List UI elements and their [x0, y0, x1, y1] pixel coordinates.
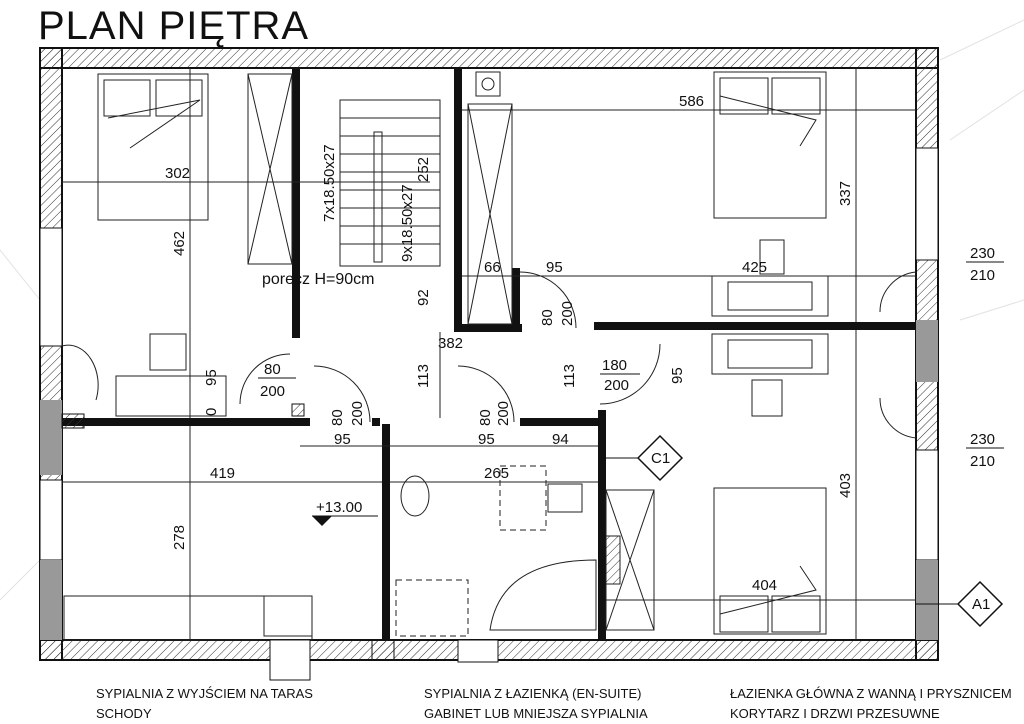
- dim-425: 425: [742, 259, 767, 276]
- legend-column-2: SYPIALNIA Z ŁAZIENKĄ (EN-SUITE) GABINET …: [424, 684, 648, 724]
- door2-height: 200: [349, 401, 366, 426]
- door4-width: 80: [539, 309, 556, 326]
- stair-flight-2: 9x18.50x27: [399, 184, 416, 262]
- legend-item: SYPIALNIA Z WYJŚCIEM NA TARAS: [96, 686, 313, 701]
- dim-94: 94: [552, 431, 569, 448]
- door-swings: [61, 271, 917, 439]
- interior-walls: [62, 68, 916, 640]
- stair-labels: 7x18.50x27 9x18.50x27 porecz H=90cm: [262, 144, 416, 288]
- window2-height: 210: [970, 453, 995, 470]
- level-label: +13.00: [316, 499, 362, 516]
- legend-item: SYPIALNIA Z ŁAZIENKĄ (EN-SUITE): [424, 686, 642, 701]
- background-lines: [0, 19, 1024, 601]
- dim-404: 404: [752, 577, 777, 594]
- dim-95b: 95: [203, 369, 220, 386]
- dimension-lines: [62, 68, 916, 640]
- dim-92: 92: [415, 289, 432, 306]
- dim-113b: 113: [561, 364, 578, 388]
- stairs: [247, 71, 513, 325]
- door3-width: 80: [477, 409, 494, 426]
- dim-586: 586: [679, 93, 704, 110]
- tag-a1: A1: [972, 596, 990, 613]
- door3-height: 200: [495, 401, 512, 426]
- dim-95a: 95: [546, 259, 563, 276]
- door1-width: 80: [264, 361, 281, 378]
- dim-337: 337: [837, 181, 854, 206]
- door5-width: 180: [602, 357, 627, 374]
- legend-item: SCHODY: [96, 706, 152, 721]
- door4-height: 200: [559, 301, 576, 326]
- window1-height: 210: [970, 267, 995, 284]
- dim-302: 302: [165, 165, 190, 182]
- dim-95e: 95: [478, 431, 495, 448]
- dim-252: 252: [415, 157, 432, 182]
- section-tags: C1 A1: [598, 434, 1004, 628]
- door5-height: 200: [604, 377, 629, 394]
- dim-382: 382: [438, 335, 463, 352]
- furniture: [63, 71, 829, 641]
- tag-c1: C1: [651, 450, 670, 467]
- dim-462: 462: [171, 231, 188, 256]
- wall-hatch-blocks: [61, 403, 395, 661]
- legend-column-3: ŁAZIENKA GŁÓWNA Z WANNĄ I PRYSZNICEM KOR…: [730, 684, 1012, 724]
- door-labels: 80 200 80 200 80 200 80 200 180 200 230 …: [258, 245, 1004, 470]
- legend-item: KORYTARZ I DRZWI PRZESUWNE: [730, 706, 940, 721]
- dim-95d: 95: [334, 431, 351, 448]
- dim-419: 419: [210, 465, 235, 482]
- railing-label: porecz H=90cm: [262, 271, 375, 288]
- stair-flight-1: 7x18.50x27: [321, 144, 338, 222]
- dim-113a: 113: [415, 364, 432, 388]
- legend-item: GABINET LUB MNIEJSZA SYPIALNIA: [424, 706, 648, 721]
- window2-width: 230: [970, 431, 995, 448]
- dimension-labels: 302 462 586 337 66 95 425 92 382 252 113…: [165, 93, 854, 594]
- page-title: PLAN PIĘTRA: [38, 4, 310, 48]
- dim-265: 265: [484, 465, 509, 482]
- dim-278: 278: [171, 525, 188, 550]
- door2-width: 80: [329, 409, 346, 426]
- dim-0: 0: [203, 408, 220, 416]
- dim-66: 66: [484, 259, 501, 276]
- dim-403: 403: [837, 473, 854, 498]
- outer-walls: [39, 47, 939, 681]
- legend-item: ŁAZIENKA GŁÓWNA Z WANNĄ I PRYSZNICEM: [730, 686, 1012, 701]
- level-mark: +13.00: [312, 499, 378, 526]
- window1-width: 230: [970, 245, 995, 262]
- legend-column-1: SYPIALNIA Z WYJŚCIEM NA TARAS SCHODY: [96, 684, 313, 724]
- door1-height: 200: [260, 383, 285, 400]
- dim-95c: 95: [669, 367, 686, 384]
